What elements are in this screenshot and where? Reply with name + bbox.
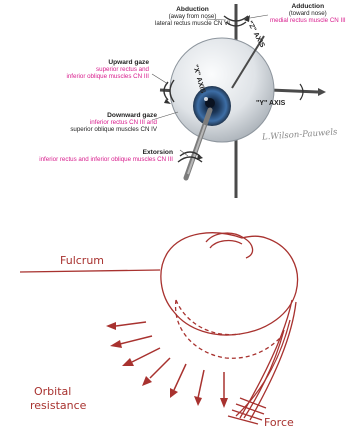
globe-outline [161,233,298,335]
adduction-line1: (toward nose) [289,10,327,17]
downward-gaze-line2: superior oblique muscles CN IV [70,126,157,133]
inner-dashed-circle [176,300,240,335]
adduction-line2: medial rectus muscle CN III [270,17,346,24]
downward-gaze-line1: inferior rectus CN III and [90,119,157,126]
extorsion-line1: inferior rectus and inferior oblique mus… [39,156,173,163]
extorsion-title: Extorsion [143,149,173,156]
adduction-label: Adduction (toward nose) medial rectus mu… [270,3,346,25]
orbital-resistance-arrows [106,322,228,408]
upward-gaze-title: Upward gaze [108,59,149,66]
abduction-line1: (away from nose) [169,13,217,20]
downward-gaze-title: Downward gaze [107,112,157,119]
resistance-label: resistance [30,400,86,412]
adduction-title: Adduction [292,3,325,10]
fulcrum-line [20,270,160,272]
upward-gaze-line2: inferior oblique muscles CN III [66,73,149,80]
force-muscle [240,300,292,418]
extorsion-label: Extorsion inferior rectus and inferior o… [39,149,173,163]
orbital-label: Orbital [34,386,71,398]
abduction-label: Abduction (away from nose) lateral rectu… [155,6,230,28]
upward-gaze-line1: superior rectus and [96,66,149,73]
abduction-title: Abduction [176,6,209,13]
downward-gaze-label: Downward gaze inferior rectus CN III and… [70,112,157,134]
fulcrum-label: Fulcrum [60,255,104,267]
abduction-line2: lateral rectus muscle CN VI [155,20,230,27]
y-axis-label: "Y" AXIS [256,100,285,107]
upward-gaze-label: Upward gaze superior rectus and inferior… [66,59,149,81]
globe-pivot-sketch [161,233,298,424]
y-axis-line [270,90,318,92]
force-label: Force [264,417,294,429]
